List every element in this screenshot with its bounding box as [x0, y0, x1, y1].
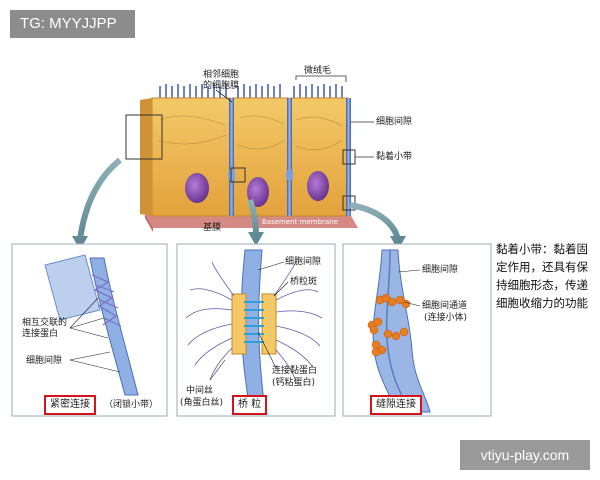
- epithelial-cells: [140, 97, 351, 217]
- watermark-bottom: vtiyu-play.com: [460, 440, 590, 470]
- panel2-label-keratin: (角蛋白丝): [180, 398, 224, 408]
- panel1-label-intercellular-space: 细胞间隙: [26, 356, 63, 366]
- panel2-title: 桥 粒: [232, 395, 268, 415]
- panel3-title: 缝隙连接: [370, 395, 422, 415]
- nucleus: [307, 171, 329, 201]
- arrow-to-tight: [77, 157, 122, 241]
- tight-junction-callout: [125, 114, 163, 160]
- desmosome-callout: [230, 167, 246, 183]
- panel3-label-connexon: (连接小体): [424, 313, 468, 323]
- label-basement-cn: 基膜: [203, 223, 222, 233]
- panel2-label-intercellular-space: 细胞间隙: [285, 257, 322, 267]
- panel2-label-desmosome-plaque: 桥粒斑: [290, 277, 318, 287]
- panel1-title: 紧密连接: [44, 395, 96, 415]
- panel1-subtitle: （闭锁小带）: [104, 400, 159, 410]
- panel3-label-intercellular-space: 细胞间隙: [422, 265, 459, 275]
- tight-junction-drawing: [44, 254, 139, 396]
- adhesion-belt-description: 黏着小带：黏着固定作用，还具有保持细胞形态，传递细胞收缩力的功能: [496, 242, 588, 310]
- watermark-top: TG: MYYJJPP: [10, 10, 135, 38]
- panel1-label-linked-proteins: 相互交联的连接蛋白: [22, 318, 68, 339]
- gap-junction-drawing: [367, 249, 431, 413]
- basement-membrane: [145, 214, 358, 228]
- panel3-label-channel: 细胞间通道: [422, 301, 468, 311]
- label-microvilli: 微绒毛: [304, 66, 332, 76]
- panel2-label-cadherin: (钙粘蛋白): [272, 378, 316, 388]
- label-neighbor-membrane: 相邻细胞的细胞膜: [203, 70, 240, 91]
- arrow-to-gap: [349, 202, 401, 241]
- label-intercellular-space: 细胞间隙: [376, 117, 413, 127]
- label-basement-en: Basement membrane: [262, 218, 338, 226]
- nucleus: [185, 173, 209, 203]
- label-adhesion-belt: 黏着小带: [376, 152, 413, 162]
- panel2-label-linker-protein: 连接黏蛋白: [272, 366, 318, 376]
- desmosome-drawing: [185, 249, 323, 411]
- panel2-label-intermediate-filament: 中间丝: [186, 386, 214, 396]
